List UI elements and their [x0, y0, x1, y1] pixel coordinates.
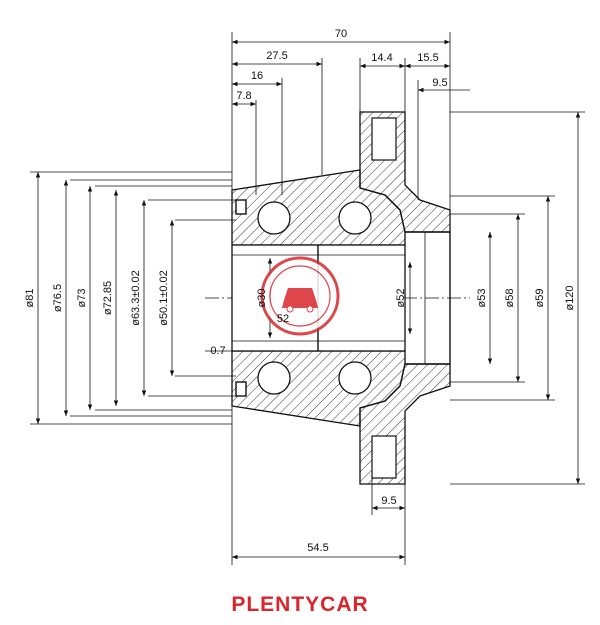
dim-dia-72-85: ø72.85 — [102, 281, 114, 315]
dim-9-5-top: 9.5 — [432, 77, 447, 89]
dim-70: 70 — [335, 28, 347, 40]
dim-14-4: 14.4 — [371, 52, 392, 64]
dim-54-5: 54.5 — [307, 542, 328, 554]
dim-dia-30: ø30 — [256, 289, 268, 308]
extension-lines — [30, 32, 585, 565]
dimension-arrows — [35, 39, 581, 560]
seal-bottom — [235, 381, 247, 397]
seal-top — [235, 199, 247, 215]
dim-dia-59: ø59 — [534, 289, 546, 308]
dim-dia-52: ø52 — [395, 289, 407, 308]
dim-dia-58: ø58 — [504, 289, 516, 308]
dim-16: 16 — [251, 70, 263, 82]
plentycar-watermark-seal — [260, 256, 340, 336]
dim-dia-50-1: ø50.1±0.02 — [158, 270, 170, 326]
dim-9-5-bottom: 9.5 — [381, 495, 396, 507]
dim-27-5: 27.5 — [266, 50, 287, 62]
dim-dia-76-5: ø76.5 — [52, 284, 64, 312]
dim-0-7: 0.7 — [210, 345, 225, 357]
car-icon — [282, 288, 318, 308]
stud-hole-bottom — [371, 435, 397, 479]
brand-label: PLENTYCAR — [231, 593, 369, 616]
dim-dia-81: ø81 — [24, 289, 36, 308]
dim-dia-53: ø53 — [476, 289, 488, 308]
spigot — [405, 231, 451, 365]
bearing-ball-4 — [338, 361, 372, 395]
dim-dia-120: ø120 — [564, 285, 576, 310]
dim-dia-63-3: ø63.3±0.02 — [130, 270, 142, 326]
dim-7-8: 7.8 — [236, 90, 251, 102]
dim-15-5: 15.5 — [417, 52, 438, 64]
bearing-ball-1 — [257, 201, 291, 235]
wheel-hub-technical-drawing: 70 27.5 16 7.8 14.4 15.5 9.5 ø81 ø76.5 ø… — [24, 28, 585, 565]
bearing-ball-2 — [338, 201, 372, 235]
stud-hole-top — [371, 117, 397, 161]
dim-52: 52 — [277, 313, 289, 325]
dim-dia-73: ø73 — [76, 289, 88, 308]
bearing-ball-3 — [257, 361, 291, 395]
